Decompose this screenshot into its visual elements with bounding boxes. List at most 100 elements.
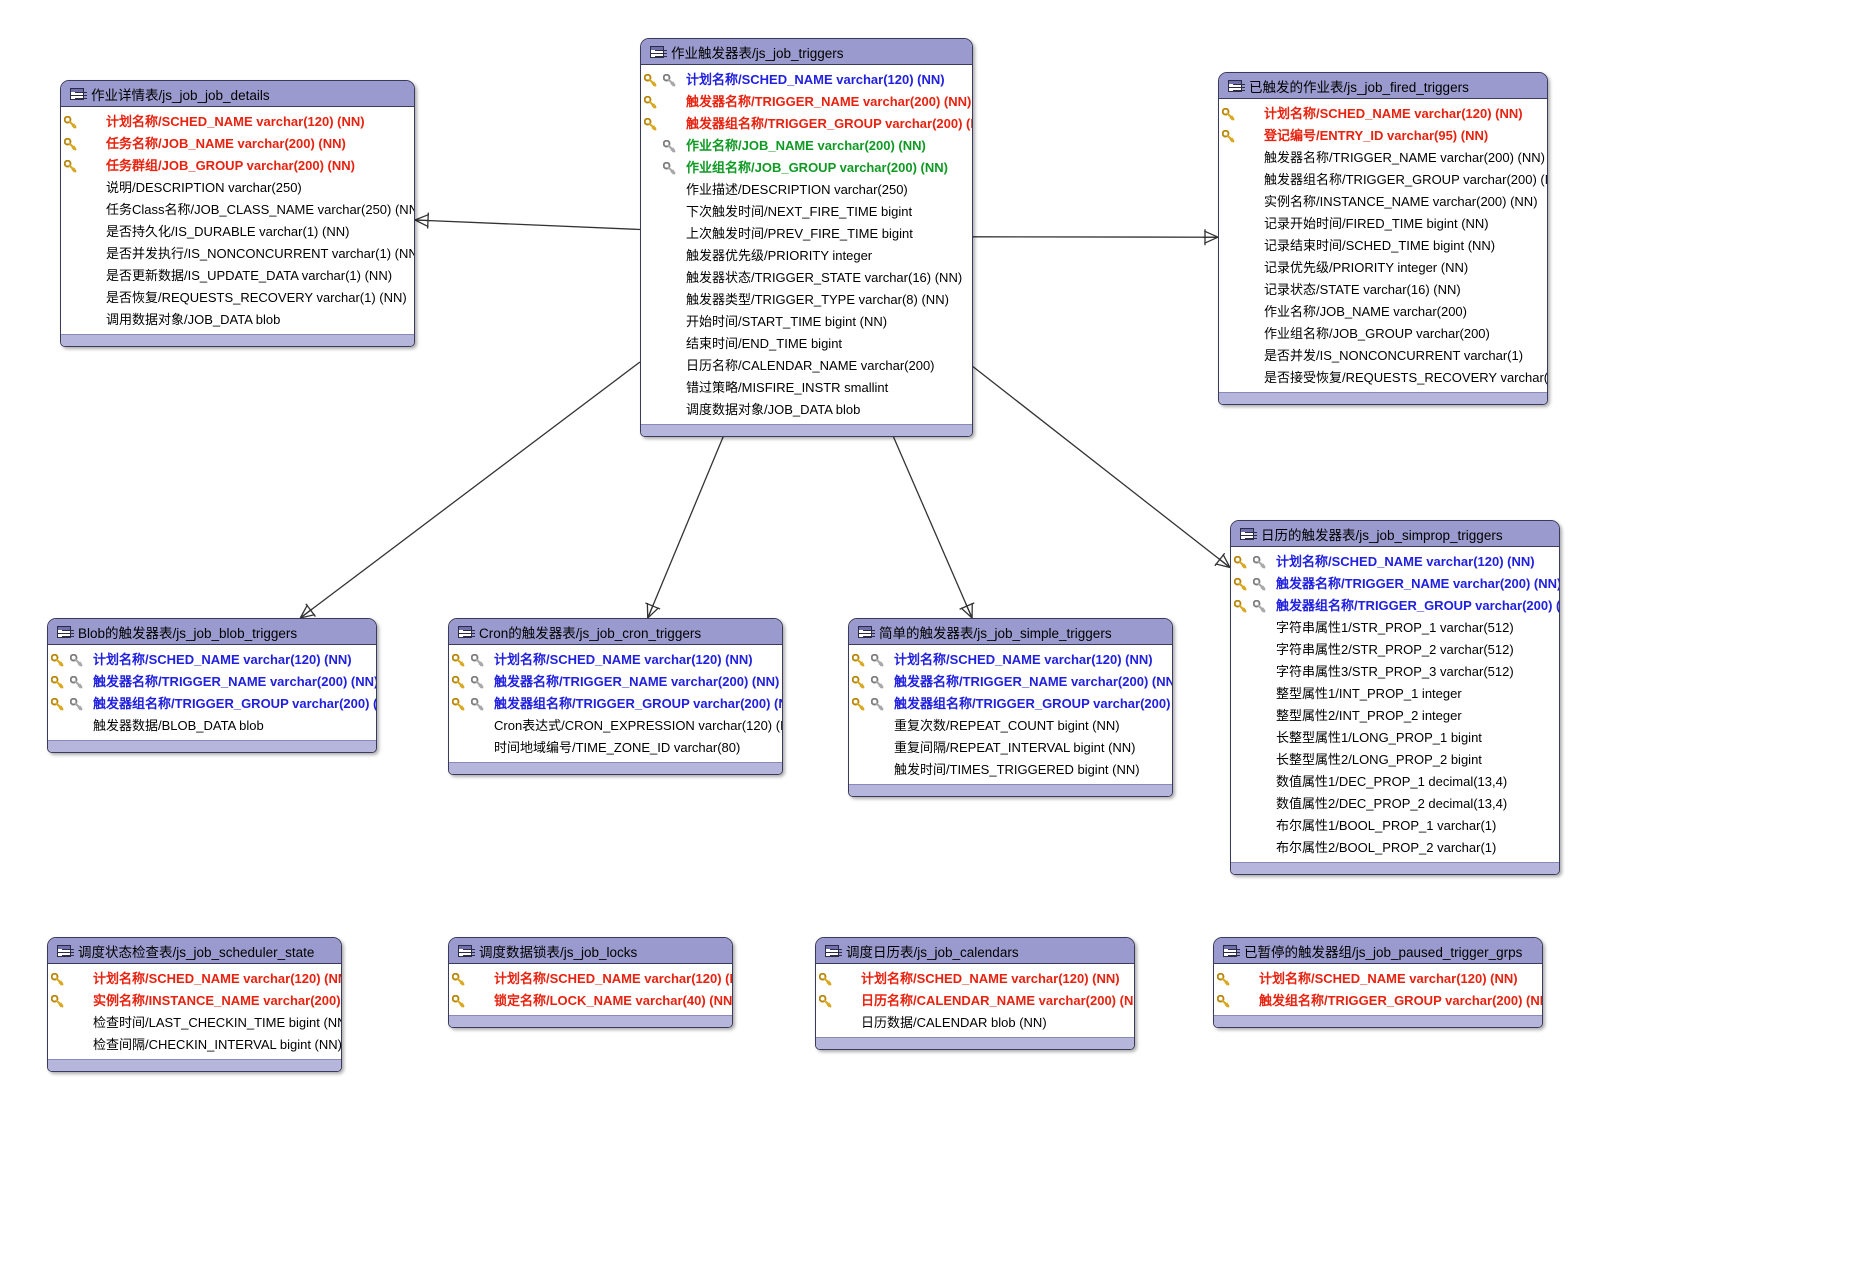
column-row[interactable]: 任务Class名称/JOB_CLASS_NAME varchar(250) (N… (61, 199, 414, 221)
column-row[interactable]: 是否并发执行/IS_NONCONCURRENT varchar(1) (NN) (61, 243, 414, 265)
column-row[interactable]: 计划名称/SCHED_NAME varchar(120) (NN) (449, 649, 782, 671)
table-header-simple_triggers[interactable]: 简单的触发器表/js_job_simple_triggers (849, 619, 1172, 645)
column-row[interactable]: 记录结束时间/SCHED_TIME bigint (NN) (1219, 235, 1547, 257)
column-row[interactable]: 布尔属性1/BOOL_PROP_1 varchar(1) (1231, 815, 1559, 837)
column-row[interactable]: 计划名称/SCHED_NAME varchar(120) (NN) (449, 968, 732, 990)
column-row[interactable]: 触发器组名称/TRIGGER_GROUP varchar(200) (NN) (449, 693, 782, 715)
column-row[interactable]: 触发器优先级/PRIORITY integer (641, 245, 972, 267)
column-row[interactable]: 触发器组名称/TRIGGER_GROUP varchar(200) (NN) (641, 113, 972, 135)
column-row[interactable]: 作业描述/DESCRIPTION varchar(250) (641, 179, 972, 201)
column-row[interactable]: 触发器类型/TRIGGER_TYPE varchar(8) (NN) (641, 289, 972, 311)
column-row[interactable]: 是否恢复/REQUESTS_RECOVERY varchar(1) (NN) (61, 287, 414, 309)
column-row[interactable]: 触发组名称/TRIGGER_GROUP varchar(200) (NN) (1214, 990, 1542, 1012)
table-header-paused_trigger_grps[interactable]: 已暂停的触发器组/js_job_paused_trigger_grps (1214, 938, 1542, 964)
column-row[interactable]: 计划名称/SCHED_NAME varchar(120) (NN) (48, 649, 376, 671)
entity-table-paused_trigger_grps[interactable]: 已暂停的触发器组/js_job_paused_trigger_grps 计划名称… (1213, 937, 1543, 1028)
column-row[interactable]: 字符串属性3/STR_PROP_3 varchar(512) (1231, 661, 1559, 683)
column-row[interactable]: 长整型属性2/LONG_PROP_2 bigint (1231, 749, 1559, 771)
column-row[interactable]: 触发器名称/TRIGGER_NAME varchar(200) (NN) (48, 671, 376, 693)
column-row[interactable]: 字符串属性1/STR_PROP_1 varchar(512) (1231, 617, 1559, 639)
column-row[interactable]: 触发器组名称/TRIGGER_GROUP varchar(200) (NN) (1231, 595, 1559, 617)
entity-table-triggers[interactable]: 作业触发器表/js_job_triggers 计划名称/SCHED_NAME v… (640, 38, 973, 437)
column-row[interactable]: 错过策略/MISFIRE_INSTR smallint (641, 377, 972, 399)
column-row[interactable]: 整型属性1/INT_PROP_1 integer (1231, 683, 1559, 705)
column-row[interactable]: 检查时间/LAST_CHECKIN_TIME bigint (NN) (48, 1012, 341, 1034)
column-row[interactable]: 说明/DESCRIPTION varchar(250) (61, 177, 414, 199)
column-row[interactable]: 记录开始时间/FIRED_TIME bigint (NN) (1219, 213, 1547, 235)
column-row[interactable]: 数值属性1/DEC_PROP_1 decimal(13,4) (1231, 771, 1559, 793)
column-row[interactable]: 计划名称/SCHED_NAME varchar(120) (NN) (816, 968, 1134, 990)
column-row[interactable]: 触发器名称/TRIGGER_NAME varchar(200) (NN) (1231, 573, 1559, 595)
column-row[interactable]: 日历名称/CALENDAR_NAME varchar(200) (641, 355, 972, 377)
column-row[interactable]: 时间地域编号/TIME_ZONE_ID varchar(80) (449, 737, 782, 759)
column-row[interactable]: 任务群组/JOB_GROUP varchar(200) (NN) (61, 155, 414, 177)
column-row[interactable]: 字符串属性2/STR_PROP_2 varchar(512) (1231, 639, 1559, 661)
column-row[interactable]: 开始时间/START_TIME bigint (NN) (641, 311, 972, 333)
column-row[interactable]: 重复间隔/REPEAT_INTERVAL bigint (NN) (849, 737, 1172, 759)
column-row[interactable]: 计划名称/SCHED_NAME varchar(120) (NN) (1214, 968, 1542, 990)
table-header-simprop_triggers[interactable]: 日历的触发器表/js_job_simprop_triggers (1231, 521, 1559, 547)
column-row[interactable]: 触发器组名称/TRIGGER_GROUP varchar(200) (NN) (849, 693, 1172, 715)
column-row[interactable]: 作业名称/JOB_NAME varchar(200) (NN) (641, 135, 972, 157)
column-row[interactable]: 作业组名称/JOB_GROUP varchar(200) (1219, 323, 1547, 345)
column-row[interactable]: 计划名称/SCHED_NAME varchar(120) (NN) (641, 69, 972, 91)
entity-table-fired_triggers[interactable]: 已触发的作业表/js_job_fired_triggers 计划名称/SCHED… (1218, 72, 1548, 405)
entity-table-calendars[interactable]: 调度日历表/js_job_calendars 计划名称/SCHED_NAME v… (815, 937, 1135, 1050)
column-row[interactable]: 计划名称/SCHED_NAME varchar(120) (NN) (61, 111, 414, 133)
entity-table-job_details[interactable]: 作业详情表/js_job_job_details 计划名称/SCHED_NAME… (60, 80, 415, 347)
table-header-locks[interactable]: 调度数据锁表/js_job_locks (449, 938, 732, 964)
column-row[interactable]: 触发器组名称/TRIGGER_GROUP varchar(200) (NN) (48, 693, 376, 715)
column-row[interactable]: 触发器状态/TRIGGER_STATE varchar(16) (NN) (641, 267, 972, 289)
column-row[interactable]: 下次触发时间/NEXT_FIRE_TIME bigint (641, 201, 972, 223)
column-row[interactable]: 触发器名称/TRIGGER_NAME varchar(200) (NN) (449, 671, 782, 693)
column-row[interactable]: 计划名称/SCHED_NAME varchar(120) (NN) (1231, 551, 1559, 573)
column-row[interactable]: 触发时间/TIMES_TRIGGERED bigint (NN) (849, 759, 1172, 781)
column-row[interactable]: 作业组名称/JOB_GROUP varchar(200) (NN) (641, 157, 972, 179)
column-row[interactable]: 触发器名称/TRIGGER_NAME varchar(200) (NN) (849, 671, 1172, 693)
column-row[interactable]: 触发器组名称/TRIGGER_GROUP varchar(200) (NN) (1219, 169, 1547, 191)
column-row[interactable]: 任务名称/JOB_NAME varchar(200) (NN) (61, 133, 414, 155)
column-row[interactable]: 是否接受恢复/REQUESTS_RECOVERY varchar(1) (1219, 367, 1547, 389)
table-header-job_details[interactable]: 作业详情表/js_job_job_details (61, 81, 414, 107)
column-row[interactable]: 锁定名称/LOCK_NAME varchar(40) (NN) (449, 990, 732, 1012)
column-row[interactable]: 登记编号/ENTRY_ID varchar(95) (NN) (1219, 125, 1547, 147)
column-row[interactable]: 记录优先级/PRIORITY integer (NN) (1219, 257, 1547, 279)
column-row[interactable]: 计划名称/SCHED_NAME varchar(120) (NN) (849, 649, 1172, 671)
column-row[interactable]: 作业名称/JOB_NAME varchar(200) (1219, 301, 1547, 323)
column-row[interactable]: 是否并发/IS_NONCONCURRENT varchar(1) (1219, 345, 1547, 367)
column-row[interactable]: 实例名称/INSTANCE_NAME varchar(200) (NN) (1219, 191, 1547, 213)
column-row[interactable]: 触发器名称/TRIGGER_NAME varchar(200) (NN) (1219, 147, 1547, 169)
column-row[interactable]: 触发器数据/BLOB_DATA blob (48, 715, 376, 737)
column-row[interactable]: 触发器名称/TRIGGER_NAME varchar(200) (NN) (641, 91, 972, 113)
column-row[interactable]: 计划名称/SCHED_NAME varchar(120) (NN) (1219, 103, 1547, 125)
entity-table-simprop_triggers[interactable]: 日历的触发器表/js_job_simprop_triggers 计划名称/SCH… (1230, 520, 1560, 875)
column-row[interactable]: 日历数据/CALENDAR blob (NN) (816, 1012, 1134, 1034)
table-header-blob_triggers[interactable]: Blob的触发器表/js_job_blob_triggers (48, 619, 376, 645)
column-row[interactable]: 记录状态/STATE varchar(16) (NN) (1219, 279, 1547, 301)
table-header-fired_triggers[interactable]: 已触发的作业表/js_job_fired_triggers (1219, 73, 1547, 99)
column-row[interactable]: 日历名称/CALENDAR_NAME varchar(200) (NN) (816, 990, 1134, 1012)
entity-table-locks[interactable]: 调度数据锁表/js_job_locks 计划名称/SCHED_NAME varc… (448, 937, 733, 1028)
column-row[interactable]: 实例名称/INSTANCE_NAME varchar(200) (NN) (48, 990, 341, 1012)
column-row[interactable]: 调度数据对象/JOB_DATA blob (641, 399, 972, 421)
table-header-cron_triggers[interactable]: Cron的触发器表/js_job_cron_triggers (449, 619, 782, 645)
column-row[interactable]: 上次触发时间/PREV_FIRE_TIME bigint (641, 223, 972, 245)
column-row[interactable]: 布尔属性2/BOOL_PROP_2 varchar(1) (1231, 837, 1559, 859)
entity-table-blob_triggers[interactable]: Blob的触发器表/js_job_blob_triggers 计划名称/SCHE… (47, 618, 377, 753)
column-row[interactable]: 是否更新数据/IS_UPDATE_DATA varchar(1) (NN) (61, 265, 414, 287)
entity-table-simple_triggers[interactable]: 简单的触发器表/js_job_simple_triggers 计划名称/SCHE… (848, 618, 1173, 797)
column-row[interactable]: 长整型属性1/LONG_PROP_1 bigint (1231, 727, 1559, 749)
entity-table-cron_triggers[interactable]: Cron的触发器表/js_job_cron_triggers 计划名称/SCHE… (448, 618, 783, 775)
column-row[interactable]: 检查间隔/CHECKIN_INTERVAL bigint (NN) (48, 1034, 341, 1056)
column-row[interactable]: 计划名称/SCHED_NAME varchar(120) (NN) (48, 968, 341, 990)
column-row[interactable]: 是否持久化/IS_DURABLE varchar(1) (NN) (61, 221, 414, 243)
column-row[interactable]: 结束时间/END_TIME bigint (641, 333, 972, 355)
table-header-triggers[interactable]: 作业触发器表/js_job_triggers (641, 39, 972, 65)
entity-table-scheduler_state[interactable]: 调度状态检查表/js_job_scheduler_state 计划名称/SCHE… (47, 937, 342, 1072)
column-row[interactable]: 重复次数/REPEAT_COUNT bigint (NN) (849, 715, 1172, 737)
column-row[interactable]: 数值属性2/DEC_PROP_2 decimal(13,4) (1231, 793, 1559, 815)
column-row[interactable]: 整型属性2/INT_PROP_2 integer (1231, 705, 1559, 727)
column-row[interactable]: Cron表达式/CRON_EXPRESSION varchar(120) (NN… (449, 715, 782, 737)
table-header-calendars[interactable]: 调度日历表/js_job_calendars (816, 938, 1134, 964)
